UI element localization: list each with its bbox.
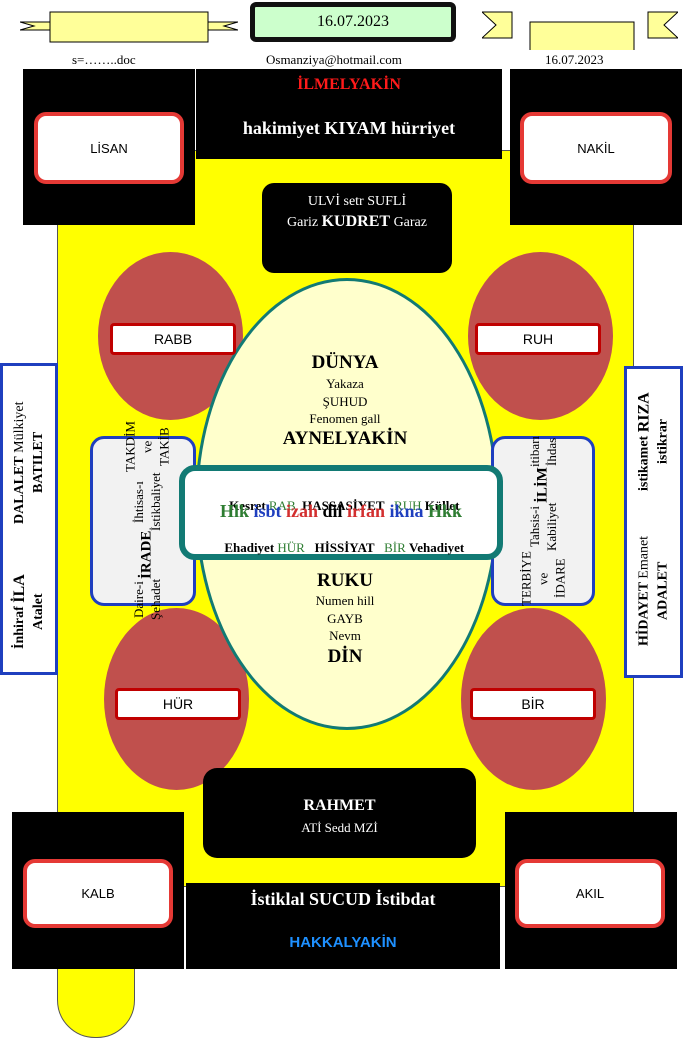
ulvi-line2-post: Garaz bbox=[390, 215, 427, 230]
left-outer-box bbox=[0, 363, 58, 675]
ulvi-line1: ULVİ setr SUFLİ bbox=[307, 194, 407, 209]
akil-button[interactable]: AKIL bbox=[515, 859, 665, 928]
row1-segment: Kesret bbox=[229, 498, 269, 513]
yakaza-text: Yakaza bbox=[326, 376, 364, 391]
bir-label[interactable]: BİR bbox=[470, 688, 596, 720]
row2-segment: dil bbox=[322, 501, 347, 521]
inhiraf-text: İnhiraf bbox=[12, 602, 27, 649]
right-outer-text: HİDAYET Emanet ADALET istikamet RIZA ist… bbox=[630, 373, 677, 671]
ribbon-right bbox=[482, 11, 678, 50]
row3-segment: BİR bbox=[384, 540, 410, 555]
row1-segment: RUH bbox=[390, 498, 425, 513]
istikamet-text: istikamet bbox=[636, 432, 652, 492]
nevm-text: Nevm bbox=[329, 628, 361, 643]
ihdas-text: itibarı İhdas bbox=[527, 435, 559, 467]
left-outer-text: İnhiraf İLA Atalet DALALET Mülkiyet BATI… bbox=[6, 370, 52, 668]
ulvi-line2-bold: KUDRET bbox=[321, 213, 391, 230]
ruku-title: RUKU bbox=[317, 570, 373, 591]
rahmet-title: RAHMET bbox=[303, 797, 376, 814]
adalet-text: ADALET bbox=[655, 561, 671, 620]
dalalet-line: DALALET Mülkiyet BATILET bbox=[10, 370, 48, 555]
hakimiyet-subtitle: hakimiyet KIYAM hürriyet bbox=[242, 118, 456, 138]
numen-text: Numen hill bbox=[315, 593, 375, 608]
atalet-text: Atalet bbox=[31, 593, 46, 630]
sehadet-text: Daire-i Şehadet bbox=[131, 579, 163, 621]
istikrar-text: istikrar bbox=[655, 419, 671, 465]
mulkiyet-text: Mülkiyet bbox=[12, 401, 27, 457]
hur-label[interactable]: HÜR bbox=[115, 688, 241, 720]
irade-text: İRADE bbox=[138, 530, 155, 580]
email-label: Osmanziya@hotmail.com bbox=[266, 52, 402, 67]
date-label-right: 16.07.2023 bbox=[545, 52, 604, 67]
lisan-button[interactable]: LİSAN bbox=[34, 112, 184, 184]
ulvi-line2: Gariz KUDRET Garaz bbox=[262, 213, 452, 231]
ilim-text: İLİM bbox=[534, 466, 551, 503]
istikamet-line: istikamet RIZA istikrar bbox=[635, 373, 673, 511]
rahmet-subtitle: ATİ Sedd MZİ bbox=[301, 820, 378, 835]
batilet-text: BATILET bbox=[31, 432, 46, 494]
ribbon-left bbox=[20, 11, 238, 43]
top-center-box bbox=[196, 69, 502, 159]
row3-segment: HÜR bbox=[277, 540, 305, 555]
row1-segment: RAB bbox=[268, 498, 296, 513]
row2-segment: ikna bbox=[389, 501, 429, 521]
row3-segment: Vehadiyet bbox=[409, 540, 465, 555]
riza-text: RIZA bbox=[635, 392, 653, 433]
left-inner-box bbox=[90, 436, 196, 606]
takdim-text: TAKDİM ve TAKİB bbox=[122, 421, 172, 473]
hidayet-line: HİDAYET Emanet ADALET bbox=[635, 511, 673, 671]
dalalet-text: DALALET bbox=[12, 456, 27, 524]
ulvi-box bbox=[262, 183, 452, 273]
terbiye-text: TERBİYE ve İDARE bbox=[518, 551, 568, 607]
row2-segment: izah bbox=[285, 501, 323, 521]
center-row3: Ehadiyet HÜR HİSSİYAT BİR Vehadiyet bbox=[185, 524, 497, 556]
center-row1: Kesret RAB HASSASİYET RUH Küllet bbox=[185, 482, 497, 514]
kalb-button[interactable]: KALB bbox=[23, 859, 173, 928]
ulvi-line2-pre: Gariz bbox=[287, 215, 322, 230]
tahsis-text: Tahsis-i Kabiliyet bbox=[527, 502, 559, 552]
ihtisas-text: İhtisas-ı İstikbaliyet bbox=[131, 472, 163, 531]
ilmelyakin-title: İLMELYAKİN bbox=[297, 76, 401, 93]
hakkalyakin-text: HAKKALYAKİN bbox=[289, 934, 397, 951]
dunya-title: DÜNYA bbox=[311, 352, 379, 373]
suhud-text: ŞUHUD bbox=[322, 394, 368, 409]
fenomen-text: Fenomen gall bbox=[309, 411, 381, 426]
center-row2: Hlk isbt izah dil irfan ikna Hkk bbox=[185, 501, 497, 522]
row1-segment: Küllet bbox=[424, 498, 460, 513]
emanet-text: Emanet bbox=[636, 535, 652, 579]
row2-segment: Hlk bbox=[219, 501, 254, 521]
istiklal-title: İstiklal SUCUD İstibdat bbox=[250, 889, 436, 909]
ila-text: İLA bbox=[11, 574, 28, 603]
right-inner-box bbox=[491, 436, 595, 606]
row3-segment: Ehadiyet bbox=[224, 540, 278, 555]
row3-segment: HİSSİYAT bbox=[304, 540, 385, 555]
ruh-label[interactable]: RUH bbox=[475, 323, 601, 355]
row2-segment: isbt bbox=[253, 501, 286, 521]
nakil-button[interactable]: NAKİL bbox=[520, 112, 672, 184]
bottom-center-box bbox=[186, 883, 500, 969]
row2-segment: Hkk bbox=[428, 501, 463, 521]
right-outer-box bbox=[624, 366, 683, 678]
inhiraf-line: İnhiraf İLA Atalet bbox=[10, 555, 48, 668]
right-inner-text: TERBİYE ve İDARE Tahsis-i Kabiliyet İLİM… bbox=[500, 436, 586, 606]
aynelyakin-text: AYNELYAKİN bbox=[282, 428, 408, 449]
left-inner-text: Daire-i Şehadet İRADE İhtisas-ı İstikbal… bbox=[105, 422, 189, 621]
date-box: 16.07.2023 bbox=[250, 2, 456, 42]
din-text: DİN bbox=[327, 646, 363, 667]
row1-segment: HASSASİYET bbox=[295, 498, 391, 513]
hidayet-text: HİDAYET bbox=[636, 578, 652, 646]
doc-label: s=……..doc bbox=[72, 52, 136, 67]
row2-segment: irfan bbox=[347, 501, 390, 521]
rabb-label[interactable]: RABB bbox=[110, 323, 236, 355]
gayb-text: GAYB bbox=[327, 611, 363, 626]
rahmet-box bbox=[203, 768, 476, 858]
center-rect bbox=[179, 465, 503, 560]
